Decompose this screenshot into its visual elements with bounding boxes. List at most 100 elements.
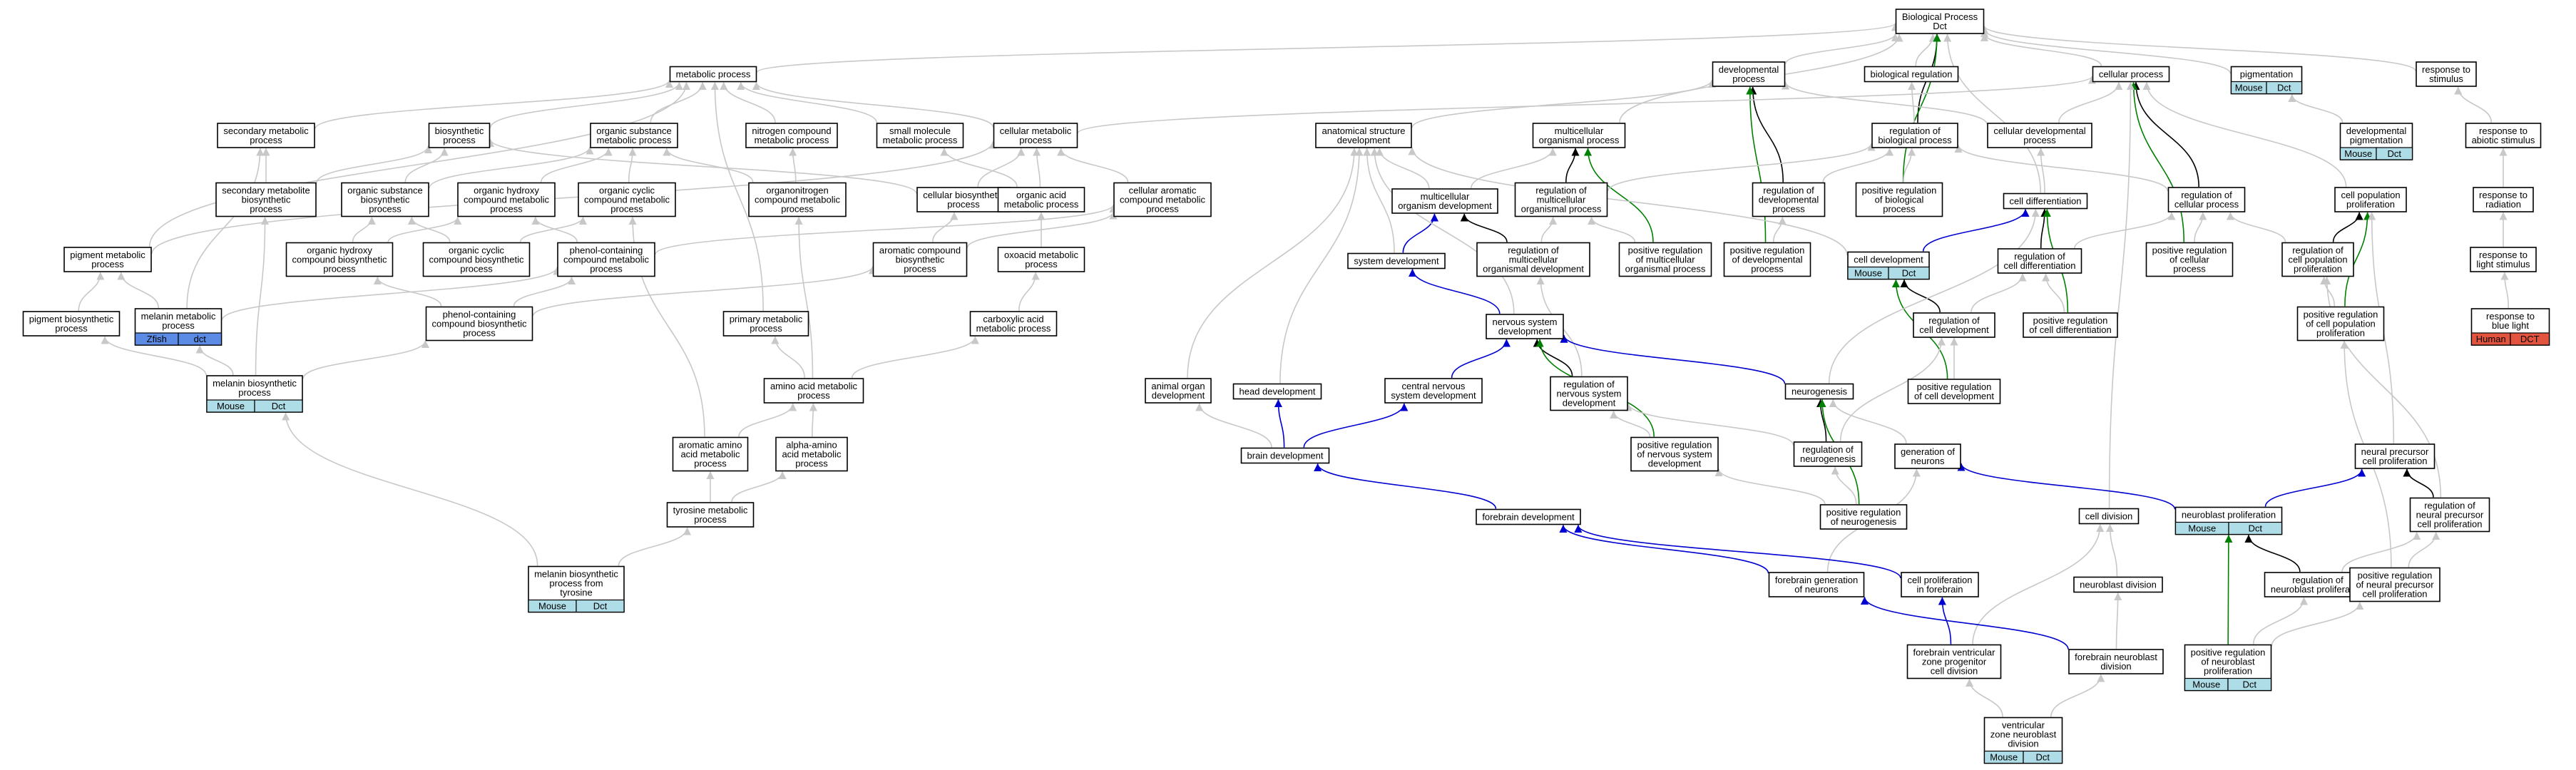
node-cellproc[interactable]: cellular process [2092,66,2170,83]
node-bioreg[interactable]: biological regulation [1864,66,1959,83]
node-celldiff[interactable]: cell differentiation [2003,192,2088,210]
node-braindev[interactable]: brain development [1240,447,1330,464]
node-label-line: primary metabolic [730,314,803,324]
node-neurogenesis[interactable]: neurogenesis [1784,383,1854,400]
node-headdev[interactable]: head development [1232,383,1322,400]
edge-is-a [540,148,613,183]
node-label-line: carboxylic acid [983,314,1043,324]
node-label-line: process [162,320,195,331]
node-label-line: regulation of [1763,185,1814,196]
node-celldivision[interactable]: cell division [2078,508,2140,525]
node-neuroblastdiv[interactable]: neuroblast division [2073,576,2163,593]
species-tag: Dct [2036,752,2050,763]
node-label-line: positive regulation [1730,245,1805,256]
edge-is-a [655,204,1118,255]
node-metabolic[interactable]: metabolic process [669,66,757,83]
node-label-line: neurogenesis [1792,386,1848,397]
node-sysdev[interactable]: system development [1347,252,1446,270]
node-forebraindev[interactable]: forebrain development [1476,508,1581,525]
node-label-line: animal organ [1151,381,1205,391]
